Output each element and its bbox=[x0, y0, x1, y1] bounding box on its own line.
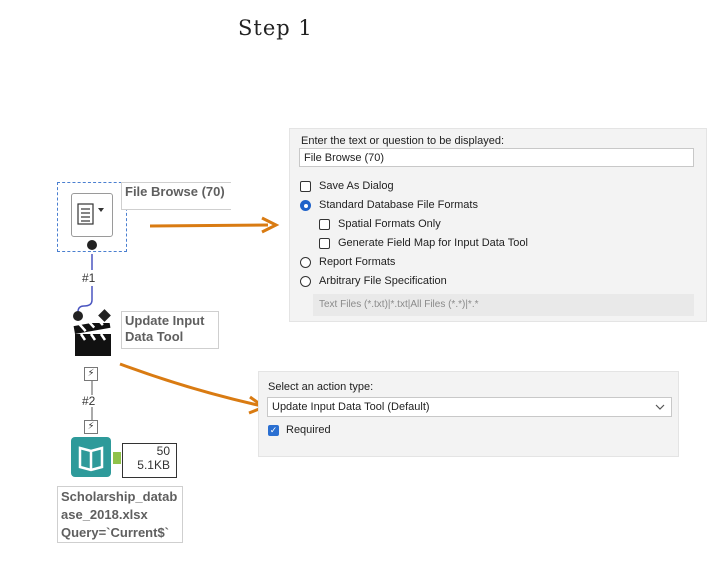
chevron-down-icon bbox=[655, 404, 665, 410]
step-title: Step 1 bbox=[238, 16, 313, 40]
connection-2-label: #2 bbox=[82, 394, 96, 408]
save-as-dialog-label: Save As Dialog bbox=[319, 180, 394, 192]
input-tool-label: Scholarship_datab ase_2018.xlsx Query=`C… bbox=[57, 486, 183, 543]
save-as-dialog-checkbox[interactable] bbox=[300, 181, 311, 192]
spatial-only-checkbox[interactable] bbox=[319, 219, 330, 230]
file-browse-label: File Browse (70) bbox=[121, 182, 231, 210]
file-spec-input[interactable]: Text Files (*.txt)|*.txt|All Files (*.*)… bbox=[313, 294, 694, 316]
required-label: Required bbox=[286, 424, 331, 436]
spatial-only-label: Spatial Formats Only bbox=[338, 218, 441, 230]
arbitrary-spec-radio[interactable] bbox=[300, 276, 311, 287]
connection-line-1b bbox=[77, 286, 93, 313]
select-action-label: Select an action type: bbox=[268, 381, 374, 393]
action-type-select[interactable]: Update Input Data Tool (Default) bbox=[267, 397, 672, 417]
input-data-tool-icon[interactable] bbox=[71, 437, 111, 477]
action-config-panel: Select an action type: Update Input Data… bbox=[258, 371, 679, 457]
generate-field-map-checkbox[interactable] bbox=[319, 238, 330, 249]
update-tool-label: Update Input Data Tool bbox=[121, 311, 219, 349]
update-tool-label-line1: Update Input bbox=[125, 313, 205, 328]
connection-1-label: #1 bbox=[82, 271, 96, 285]
report-formats-radio[interactable] bbox=[300, 257, 311, 268]
generate-field-map-label: Generate Field Map for Input Data Tool bbox=[338, 237, 528, 249]
record-count-box: 50 5.1KB bbox=[122, 443, 177, 478]
record-size: 5.1KB bbox=[137, 458, 170, 472]
input-label-line2: ase_2018.xlsx bbox=[61, 507, 148, 522]
arbitrary-spec-label: Arbitrary File Specification bbox=[319, 275, 447, 287]
standard-formats-radio[interactable] bbox=[300, 200, 311, 211]
file-browse-anchor[interactable] bbox=[87, 240, 97, 250]
input-label-line1: Scholarship_datab bbox=[61, 489, 178, 504]
prompt-text-input[interactable]: File Browse (70) bbox=[299, 148, 694, 167]
file-browse-tool-selection[interactable] bbox=[57, 182, 127, 252]
arrow-2 bbox=[119, 362, 263, 408]
input-label-line3: Query=`Current$` bbox=[61, 525, 169, 540]
file-browse-config-panel: Enter the text or question to be display… bbox=[289, 128, 707, 322]
arrow-1-head bbox=[261, 216, 280, 234]
standard-formats-label: Standard Database File Formats bbox=[319, 199, 478, 211]
report-formats-label: Report Formats bbox=[319, 256, 396, 268]
required-checkbox[interactable]: ✓ bbox=[268, 425, 279, 436]
record-count: 50 bbox=[156, 444, 170, 458]
action-type-value: Update Input Data Tool (Default) bbox=[272, 401, 430, 413]
lightning-icon: ⚡ bbox=[84, 420, 98, 434]
update-tool-label-line2: Data Tool bbox=[125, 329, 184, 344]
action-tool-input-anchor[interactable] bbox=[73, 311, 83, 321]
prompt-label: Enter the text or question to be display… bbox=[301, 135, 505, 147]
lightning-icon: ⚡ bbox=[84, 367, 98, 381]
output-anchor[interactable] bbox=[113, 452, 121, 464]
file-browse-icon bbox=[71, 193, 113, 237]
arrow-1 bbox=[149, 223, 269, 228]
clapperboard-icon[interactable] bbox=[73, 317, 113, 357]
